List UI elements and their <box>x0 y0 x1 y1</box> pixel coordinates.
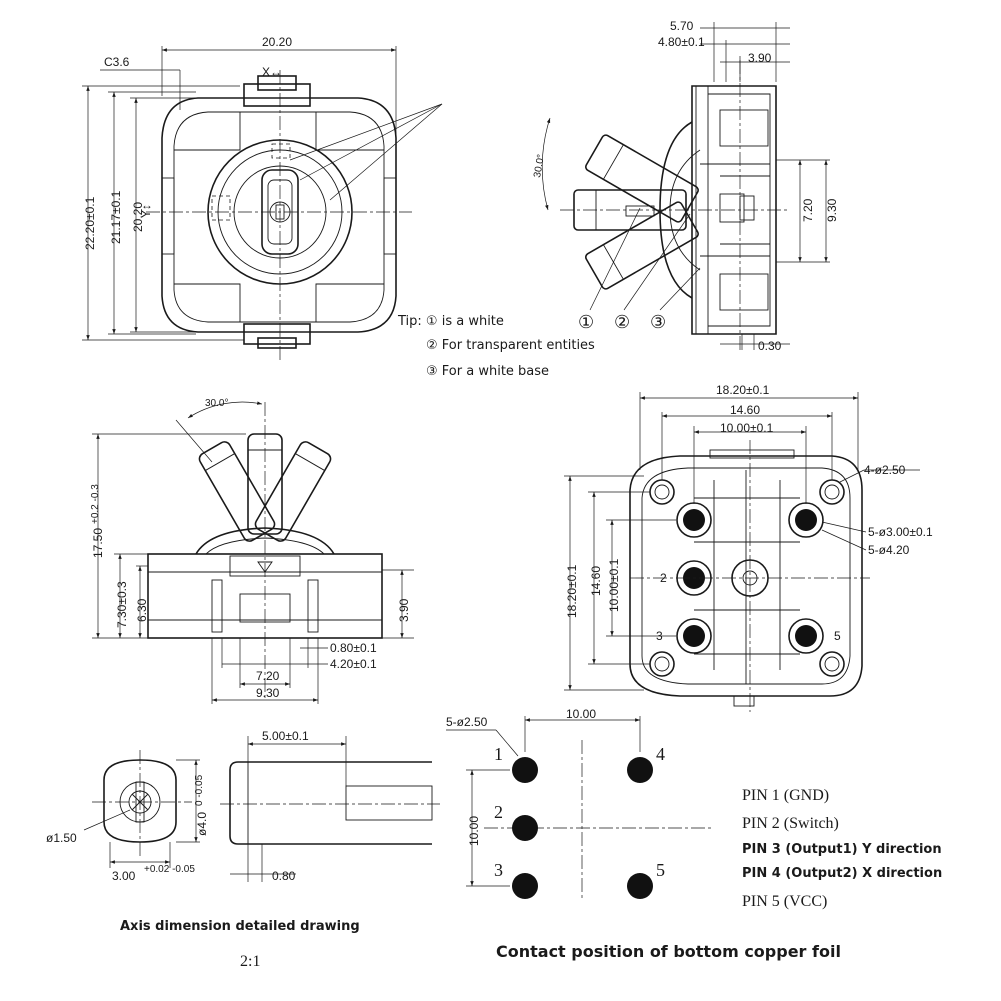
height-inner-label: 20.20 <box>131 202 145 232</box>
axis-dia-40-tol: 0 -0.05 <box>194 774 205 806</box>
bottom-height-inner: 10.00±0.1 <box>607 558 621 612</box>
front-dim-080: 0.80±0.1 <box>330 641 377 655</box>
front-height-730: 7.30±0.3 <box>115 581 129 628</box>
copper-foil: 1 2 3 4 5 5-ø2.50 10.00 10.00 PIN 1 (GND… <box>446 707 942 961</box>
front-height-total: 17.50 <box>91 528 105 558</box>
y-axis-label: Y↕ <box>139 204 153 218</box>
tip-notes: Tip: ① is a white ② For transparent enti… <box>397 314 595 379</box>
callout-1: ① <box>578 312 594 332</box>
axis-dim-300-tol: +0.02 -0.05 <box>144 864 195 875</box>
side-angle-label: 30.0° <box>532 153 547 178</box>
side-dim-570: 5.70 <box>670 19 694 33</box>
bottom-pin-5: 5 <box>834 629 841 643</box>
side-dim-930: 9.30 <box>825 198 839 222</box>
bottom-pin-2: 2 <box>660 571 667 585</box>
height-mid-label: 21.17±0.1 <box>109 190 123 244</box>
tip-line-2: ② For transparent entities <box>426 338 595 353</box>
axis-caption: Axis dimension detailed drawing <box>120 919 360 934</box>
bottom-holes-300: 5-ø3.00±0.1 <box>868 525 933 539</box>
pin-4-label: PIN 4 (Output2) X direction <box>742 866 942 881</box>
top-width-label: 20.20 <box>262 35 292 49</box>
tip-line-1: Tip: ① is a white <box>397 314 504 329</box>
axis-scale: 2:1 <box>240 953 260 970</box>
side-dim-480: 4.80±0.1 <box>658 35 705 49</box>
callout-2: ② <box>614 312 630 332</box>
top-view: 20.20 C3.6 X↔ Y↕ 22.20±0.1 21.17±0.1 20.… <box>82 35 443 362</box>
bottom-width-mid: 14.60 <box>730 403 760 417</box>
pad-number-4: 4 <box>656 744 665 764</box>
side-dim-030: 0.30 <box>758 339 782 353</box>
front-angle-label: 30.0° <box>205 398 228 409</box>
pad-number-3: 3 <box>494 860 503 880</box>
height-outer-label: 22.20±0.1 <box>83 196 97 250</box>
pin-2-label: PIN 2 (Switch) <box>742 815 839 832</box>
top-view-outline <box>161 97 397 333</box>
pad-number-5: 5 <box>656 860 665 880</box>
bottom-height-mid: 14.60 <box>589 566 603 596</box>
pad-number-2: 2 <box>494 802 503 822</box>
foil-spacing-h: 10.00 <box>566 707 596 721</box>
pin-1-label: PIN 1 (GND) <box>742 787 829 804</box>
pad-1 <box>512 757 538 783</box>
bottom-holes-420: 5-ø4.20 <box>868 543 910 557</box>
axis-dia-40: ø4.0 <box>195 812 209 836</box>
front-dim-720: 7.20 <box>256 669 280 683</box>
pad-5 <box>627 873 653 899</box>
axis-dim-080: 0.80 <box>272 869 296 883</box>
front-height-total-tol: +0.2 -0.3 <box>90 484 101 524</box>
front-dim-420: 4.20±0.1 <box>330 657 377 671</box>
pad-4 <box>627 757 653 783</box>
chamfer-label: C3.6 <box>104 55 130 69</box>
front-dim-930: 9.30 <box>256 686 280 700</box>
side-dim-720: 7.20 <box>801 198 815 222</box>
bottom-width-outer: 18.20±0.1 <box>716 383 770 397</box>
foil-caption: Contact position of bottom copper foil <box>496 942 841 961</box>
x-axis-label: X↔ <box>262 65 282 79</box>
bottom-height-outer: 18.20±0.1 <box>565 564 579 618</box>
axis-detail: ø4.0 0 -0.05 ø1.50 3.00 +0.02 -0.05 5.00… <box>46 729 440 970</box>
axis-dim-500: 5.00±0.1 <box>262 729 309 743</box>
axis-dia-150: ø1.50 <box>46 831 77 845</box>
pad-2 <box>512 815 538 841</box>
front-height-390: 3.90 <box>397 598 411 622</box>
foil-spacing-v: 10.00 <box>467 816 481 846</box>
bottom-width-inner: 10.00±0.1 <box>720 421 774 435</box>
bottom-view: 2 3 5 18.20±0.1 14.60 10.00±0.1 4-ø2.50 … <box>564 383 933 712</box>
side-dim-390: 3.90 <box>748 51 772 65</box>
front-height-630: 6.30 <box>135 598 149 622</box>
axis-dim-300: 3.00 <box>112 869 136 883</box>
pad-3 <box>512 873 538 899</box>
bottom-holes-250: 4-ø2.50 <box>864 463 906 477</box>
side-view: 30.0° 5.70 4.80±0.1 3.90 7.20 9.30 0.30 … <box>532 19 839 353</box>
front-view: 30.0° 17.50 +0.2 -0.3 7.30±0.3 6.30 3.90… <box>90 398 414 704</box>
pad-number-1: 1 <box>494 744 503 764</box>
pin-3-label: PIN 3 (Output1) Y direction <box>742 842 942 857</box>
foil-pad-label: 5-ø2.50 <box>446 715 488 729</box>
callout-3: ③ <box>650 312 666 332</box>
pin-5-label: PIN 5 (VCC) <box>742 893 827 910</box>
tip-line-3: ③ For a white base <box>426 364 549 379</box>
